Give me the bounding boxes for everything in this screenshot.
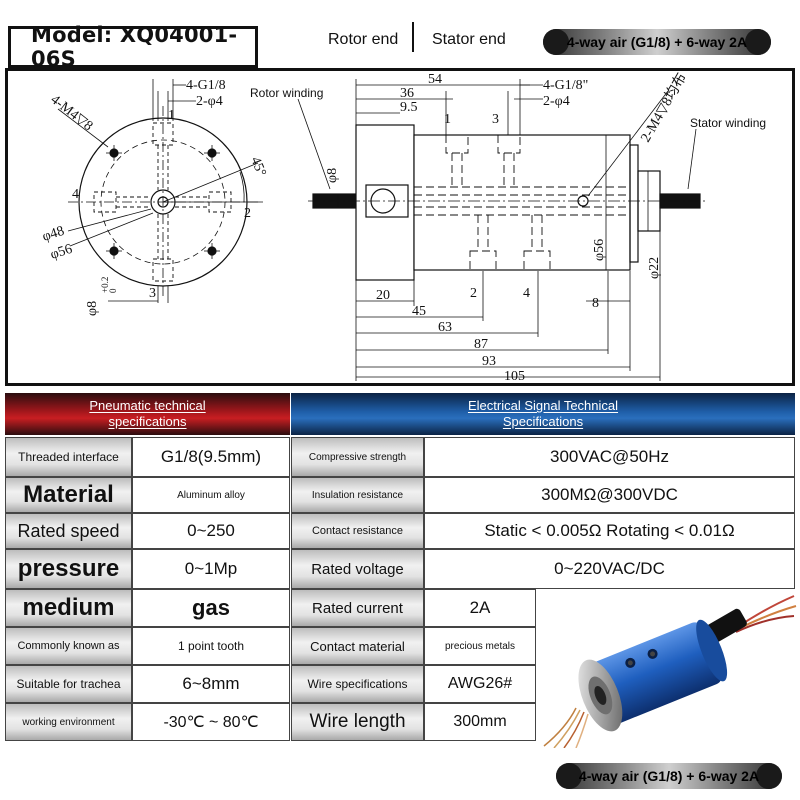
model-title: Model: XQ04001-06S [8,23,258,71]
front-shaft-label: φ8 [85,301,100,316]
el-label-1: Insulation resistance [291,477,424,513]
el-value-4: 2A [424,589,536,627]
dim-9-5: 9.5 [400,100,418,115]
dim-20: 20 [376,288,390,303]
el-value-1: 300MΩ@300VDC [424,477,795,513]
pn-label-4: medium [5,589,132,627]
side-port-label: 4-G1/8" [543,78,588,93]
main-body [413,134,631,271]
side-view-labels: Rotor winding Stator winding 4-G1/8" 2-φ… [250,71,766,383]
el-value-2: Static < 0.005Ω Rotating < 0.01Ω [424,513,795,549]
front-view [57,79,263,303]
side-body-dia: φ56 [592,239,607,261]
pcd-outer-label: φ56 [49,242,75,263]
config-badge-top: 4-way air (G1/8) + 6-way 2A [543,29,771,55]
rotor-winding-label: Rotor winding [250,86,323,100]
pneumatic-title-2: specifications [108,414,187,429]
header-divider [412,22,414,52]
front-bore-label: 2-φ4 [196,94,223,109]
pn-label-2: Rated speed [5,513,132,549]
pn-label-0: Threaded interface [5,437,132,477]
front-port-2: 2 [244,206,251,221]
pneumatic-header: Pneumatic technical specifications [5,393,290,435]
electrical-title-2: Specifications [502,414,584,429]
dim-36: 36 [400,86,414,101]
el-label-4: Rated current [291,589,424,627]
config-badge-bottom-text: 4-way air (G1/8) + 6-way 2A [578,768,760,784]
side-tail-dia: φ22 [647,257,662,279]
dim-93: 93 [482,354,496,369]
el-label-5: Contact material [291,627,424,665]
dim-45: 45 [412,304,426,319]
pn-label-7: working environment [5,703,132,741]
el-label-0: Compressive strength [291,437,424,477]
el-label-7: Wire length [291,703,424,741]
technical-drawing: 4-G1/8 2-φ4 4-M4▽8 45° φ48 φ56 φ8 +0.2 0… [5,68,795,386]
pcd-inner-label: φ48 [41,224,67,245]
el-value-3: 0~220VAC/DC [424,549,795,589]
drawing-canvas: 4-G1/8 2-φ4 4-M4▽8 45° φ48 φ56 φ8 +0.2 0… [41,71,766,383]
front-view-labels: 4-G1/8 2-φ4 4-M4▽8 45° φ48 φ56 φ8 +0.2 0… [41,78,269,316]
front-port-label: 4-G1/8 [186,78,226,93]
dim-8: 8 [592,296,599,311]
electrical-header: Electrical Signal Technical Specificatio… [291,393,795,435]
stator-winding-label: Stator winding [690,116,766,130]
dim-87: 87 [474,337,488,352]
side-hole-icon [577,195,589,207]
el-value-6: AWG26# [424,665,536,703]
side-port-4: 4 [523,286,530,301]
pn-label-1: Material [5,477,132,513]
front-port-3: 3 [149,286,156,301]
el-value-5: precious metals [424,627,536,665]
side-holes-label: 2-M4▽8均布 [638,71,690,145]
end-flange [629,144,639,263]
pn-value-7: -30℃ ~ 80℃ [132,703,290,741]
side-port-1: 1 [444,112,451,127]
rotor-end-label: Rotor end [328,31,399,48]
el-label-3: Rated voltage [291,549,424,589]
pn-value-2: 0~250 [132,513,290,549]
el-label-2: Contact resistance [291,513,424,549]
side-view [297,79,708,381]
config-badge-top-text: 4-way air (G1/8) + 6-way 2A [566,34,748,50]
el-label-6: Wire specifications [291,665,424,703]
config-badge-bottom: 4-way air (G1/8) + 6-way 2A [556,763,782,789]
pneumatic-title-1: Pneumatic technical [89,398,206,413]
shaft-tol-lower: 0 [108,288,118,293]
dim-63: 63 [438,320,452,335]
shaft-tol-upper: +0.2 [100,277,110,293]
electrical-title-1: Electrical Signal Technical [467,398,619,413]
side-shaft-dia: φ8 [325,168,340,183]
side-bore-label: 2-φ4 [543,94,570,109]
side-port-3: 3 [492,112,499,127]
el-value-0: 300VAC@50Hz [424,437,795,477]
stator-end-label: Stator end [432,31,506,48]
front-port-4: 4 [72,187,79,202]
model-text: Model: XQ04001-06S [31,23,238,71]
pn-label-6: Suitable for trachea [5,665,132,703]
side-port-2: 2 [470,286,477,301]
dim-105: 105 [504,369,525,383]
angle-label: 45° [247,155,268,179]
pn-value-4: gas [132,589,290,627]
pn-value-5: 1 point tooth [132,627,290,665]
pn-label-3: pressure [5,549,132,589]
product-photo [543,595,797,748]
pn-value-1: Aluminum alloy [132,477,290,513]
pn-label-5: Commonly known as [5,627,132,665]
rotor-block [355,124,415,281]
dim-54: 54 [428,72,442,87]
front-holes-label: 4-M4▽8 [48,92,96,134]
front-port-1: 1 [168,108,175,123]
el-value-7: 300mm [424,703,536,741]
pn-value-0: G1/8(9.5mm) [132,437,290,477]
pn-value-3: 0~1Mp [132,549,290,589]
pn-value-6: 6~8mm [132,665,290,703]
